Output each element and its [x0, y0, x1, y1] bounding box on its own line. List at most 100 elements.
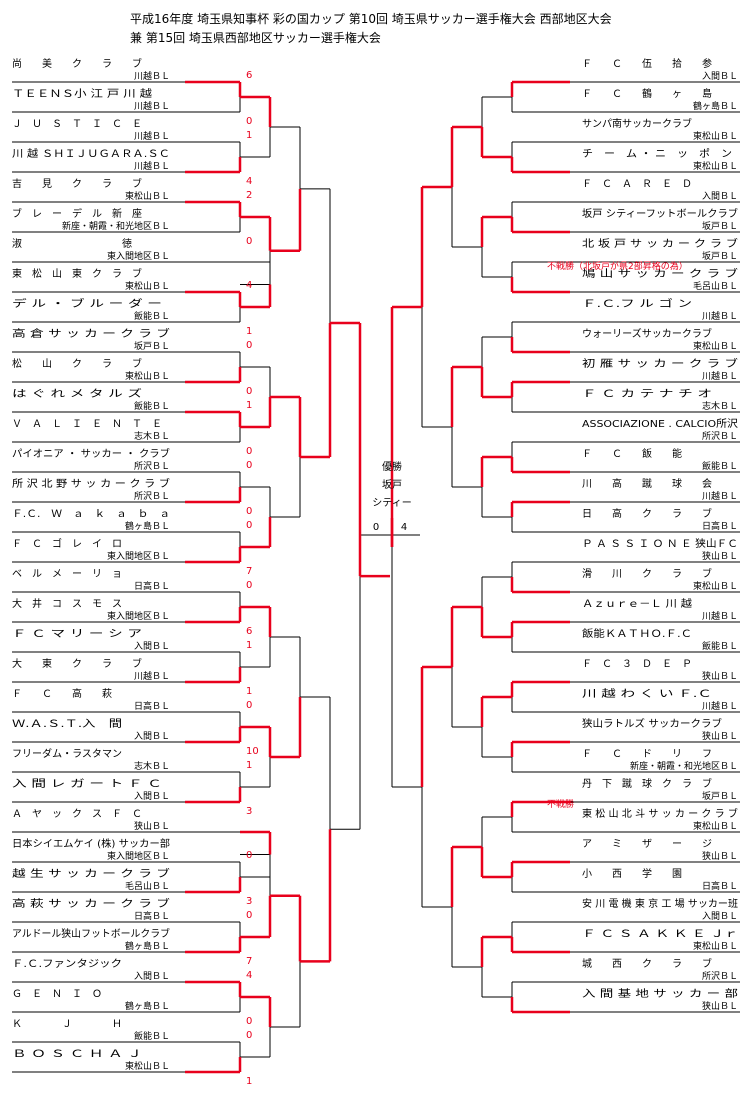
left-team-region: 新座・朝霞・和光地区ＢＬ	[62, 220, 170, 232]
note-kitasakado: 不戦勝（北坂戸が県2部昇格の為）	[547, 260, 688, 272]
right-team-region: 所沢ＢＬ	[702, 430, 738, 442]
left-team-region: 鶴ヶ島ＢＬ	[125, 1000, 170, 1012]
right-team-name: Ｆ Ｃ Ａ Ｒ Ｅ Ｄ	[582, 179, 692, 190]
left-team-region: 鶴ヶ島ＢＬ	[125, 520, 170, 532]
score: 0	[246, 460, 252, 471]
bracket-lines	[12, 81, 740, 1073]
right-team-region: 東松山ＢＬ	[693, 940, 738, 952]
left-team-region: 川越ＢＬ	[134, 100, 170, 112]
left-team-region: 東松山ＢＬ	[125, 370, 170, 382]
right-team-name: 初 雁 サ ッ カ ー ク ラ ブ	[582, 357, 738, 370]
left-team-region: 川越ＢＬ	[134, 70, 170, 82]
right-team-region: 坂戸ＢＬ	[702, 251, 738, 262]
left-team-region: 東入間地区ＢＬ	[107, 850, 170, 862]
right-team-region: 入間ＢＬ	[702, 191, 738, 202]
right-team-region: 入間ＢＬ	[702, 71, 738, 82]
score: 4	[246, 970, 252, 981]
score: 1	[246, 760, 252, 771]
right-team-region: 鶴ヶ島ＢＬ	[693, 100, 738, 112]
left-team-name: Ｋ Ｊ Ｈ	[12, 1019, 122, 1030]
score: 0	[246, 506, 252, 517]
right-team-name: Ｆ Ｃ Ｓ Ａ Ｋ Ｋ Ｅ Ｊｒ	[582, 929, 738, 940]
left-team-region: 東入間地区ＢＬ	[107, 550, 170, 562]
right-team-region: 川越ＢＬ	[702, 610, 738, 622]
left-team-name: 入 間 レ ガ ー ト Ｆ Ｃ	[12, 778, 162, 790]
champion-name-2: シティー	[372, 498, 411, 509]
left-team-name: Ｆ Ｃ マ リ ー シ ア	[12, 629, 142, 640]
score: 0	[246, 340, 252, 351]
left-team-region: 東松山ＢＬ	[125, 280, 170, 292]
score: 0	[246, 1030, 252, 1041]
left-team-region: 川越ＢＬ	[134, 160, 170, 172]
right-team-region: 狭山ＢＬ	[702, 850, 738, 862]
right-team-name: 鳩 山 サ ッ カ ー ク ラ ブ	[582, 267, 738, 280]
score: 3	[246, 896, 252, 907]
right-team-region: 入間ＢＬ	[702, 911, 738, 922]
left-team-name: 大 東 ク ラ ブ	[12, 657, 142, 670]
left-team-name: デ ル ・ ブ ル ー ダ ー	[12, 297, 162, 310]
right-team-name: 城 西 ク ラ ブ	[582, 957, 712, 970]
left-team-name: フリーダム・ラスタマン	[12, 747, 122, 760]
left-team-name: ベ ル メ ー リ ョ	[12, 568, 122, 580]
bracket-winner-lines	[185, 80, 570, 1074]
right-team-name: ウォーリーズサッカークラブ	[582, 327, 712, 340]
score: 6	[246, 70, 252, 81]
right-team-region: 所沢ＢＬ	[702, 970, 738, 982]
right-team-region: 狭山ＢＬ	[702, 730, 738, 742]
left-team-name: Ｂ Ｏ Ｓ Ｃ Ｈ Ａ Ｊ	[12, 1049, 142, 1060]
score: 1	[246, 326, 252, 337]
right-team-region: 毛呂山ＢＬ	[693, 280, 738, 292]
score: 4	[246, 280, 252, 291]
final-right-score: 4	[401, 522, 407, 533]
right-team-name: 坂戸 シティーフットボールクラブ	[582, 207, 738, 220]
title-line-1: 平成16年度 埼玉県知事杯 彩の国カップ 第10回 埼玉県サッカー選手権大会 西…	[130, 12, 612, 26]
right-team-name: Ｆ Ｃ 伍 拾 参	[582, 57, 712, 70]
left-team-region: 入間ＢＬ	[134, 971, 170, 982]
score: 10	[246, 746, 259, 757]
left-team-name: 松 山 ク ラ ブ	[12, 357, 142, 370]
left-team-name: 高 倉 サ ッ カ ー ク ラ ブ	[12, 327, 170, 340]
left-team-region: 東松山ＢＬ	[125, 1060, 170, 1072]
left-team-region: 坂戸ＢＬ	[134, 341, 170, 352]
left-team-name: ブ レ ー デ ル 新 座	[12, 207, 142, 220]
left-team-name: Ｆ.Ｃ.ファンタジック	[12, 958, 122, 970]
right-team-name: 安 川 電 機 東 京 工 場 サッカー班	[582, 897, 738, 910]
left-team-name: 東 松 山 東 ク ラ ブ	[12, 267, 142, 280]
left-team-region: 志木ＢＬ	[134, 760, 170, 772]
right-team-region: 坂戸ＢＬ	[702, 221, 738, 232]
left-team-name: 日本シイエムケイ (株) サッカー部	[12, 837, 170, 850]
champion-box: 優勝 坂戸 シティー 0 4	[372, 460, 411, 533]
right-team-region: 飯能ＢＬ	[702, 640, 738, 652]
right-team-name: Ｆ Ｃ カ テ ナ チ オ	[582, 388, 712, 400]
left-team-region: 所沢ＢＬ	[134, 490, 170, 502]
left-team-region: 飯能ＢＬ	[134, 1030, 170, 1042]
right-team-name: 日 高 ク ラ ブ	[582, 507, 712, 520]
left-team-region: 日高ＢＬ	[134, 580, 170, 592]
champion-label: 優勝	[382, 460, 402, 473]
right-team-name: Ｆ Ｃ ド リ フ	[582, 749, 712, 760]
score: 0	[246, 850, 252, 861]
right-team-name: Ｐ Ａ Ｓ Ｓ Ｉ Ｏ Ｎ Ｅ 狭山ＦＣ	[582, 537, 738, 550]
final-left-score: 0	[373, 522, 379, 533]
left-team-region: 狭山ＢＬ	[134, 820, 170, 832]
notes: 不戦勝（北坂戸が県2部昇格の為） 不戦勝	[547, 260, 688, 810]
score: 0	[246, 910, 252, 921]
left-team-name: 吉 見 ク ラ ブ	[12, 177, 142, 190]
right-team-name: 狭山ラトルズ サッカークラブ	[582, 717, 722, 730]
left-team-region: 東松山ＢＬ	[125, 190, 170, 202]
score: 7	[246, 956, 252, 967]
left-team-name: 尚 美 ク ラ ブ	[12, 57, 142, 70]
right-team-region: 日高ＢＬ	[702, 880, 738, 892]
left-team-region: 川越ＢＬ	[134, 130, 170, 142]
right-team-name: 小 西 学 園	[582, 867, 682, 880]
title-line-2: 兼 第15回 埼玉県西部地区サッカー選手権大会	[130, 31, 381, 45]
right-team-name: 北 坂 戸 サ ッ カ ー ク ラ ブ	[582, 237, 738, 250]
left-team-name: ＴＥＥＮＳ小 江 戸 川 越	[12, 87, 152, 100]
title-block: 平成16年度 埼玉県知事杯 彩の国カップ 第10回 埼玉県サッカー選手権大会 西…	[130, 10, 612, 48]
score: 0	[246, 116, 252, 127]
score: 0	[246, 1016, 252, 1027]
score: 1	[246, 686, 252, 697]
left-team-name: 川 越 ＳＨＩＪＵＧＡＲＡ.ＳＣ	[12, 147, 170, 160]
